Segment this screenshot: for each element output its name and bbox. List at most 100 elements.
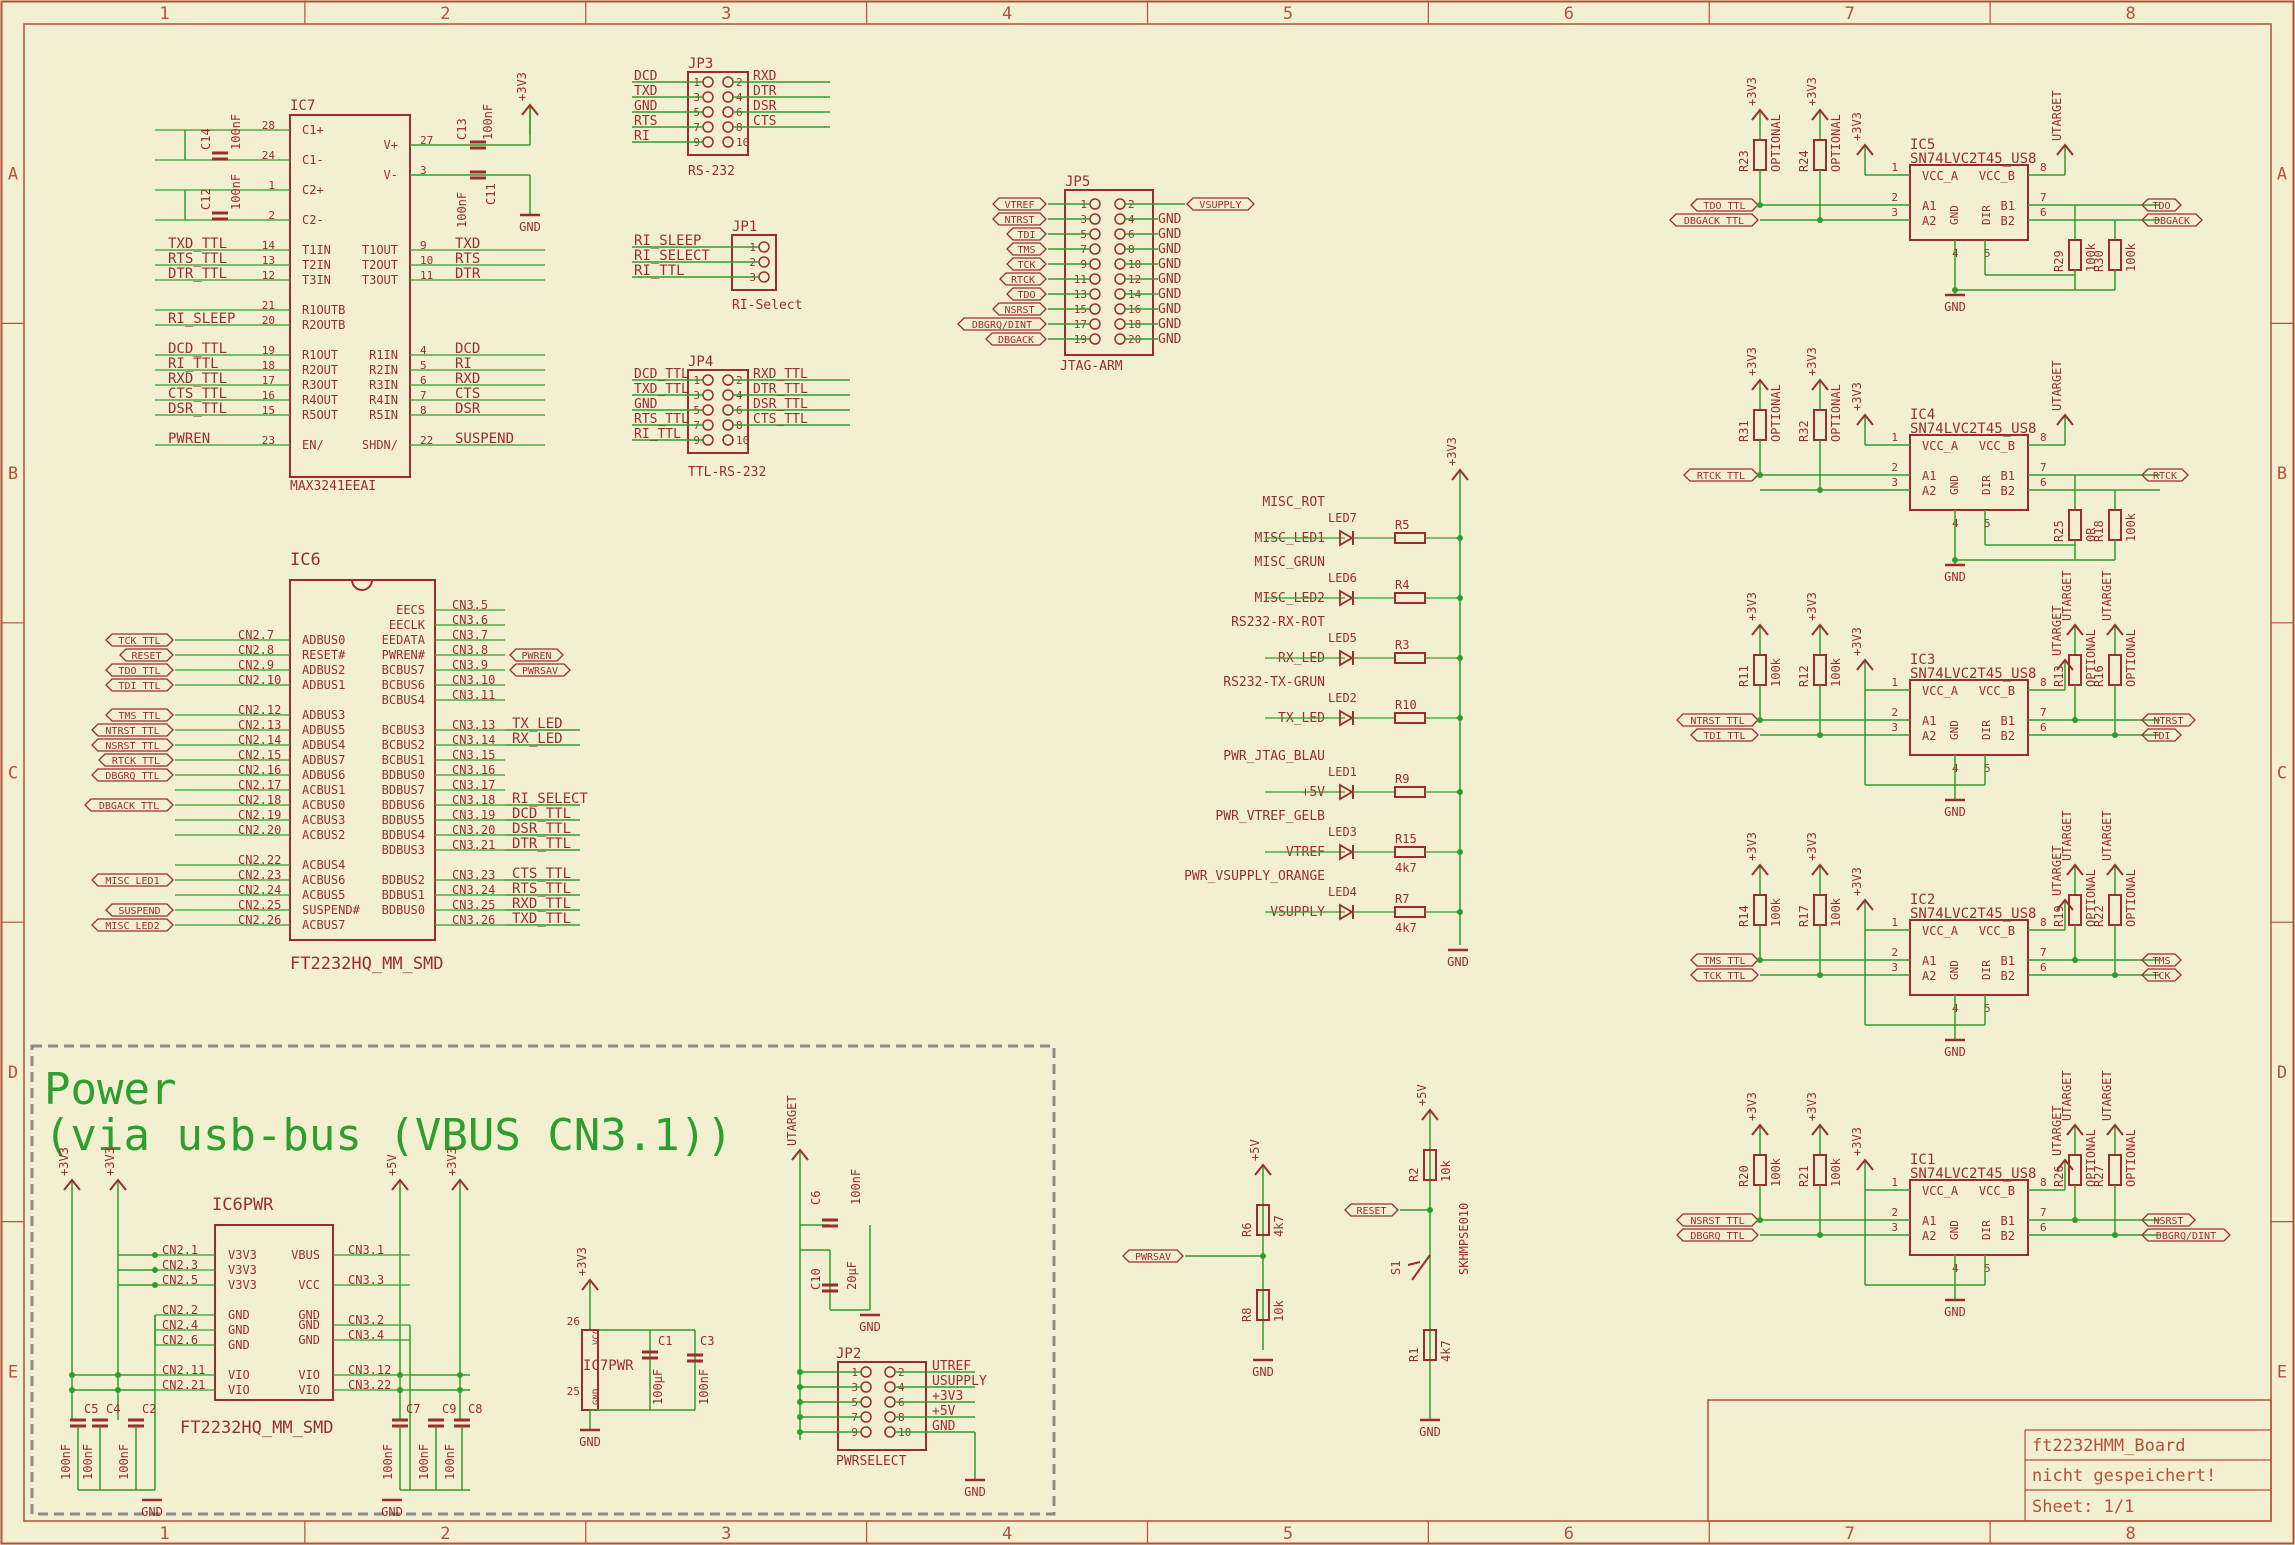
level-shifter-pin: DIR xyxy=(1980,960,1993,980)
led-symbol xyxy=(1339,843,1354,861)
resistor-value: OPTIONAL xyxy=(2084,629,2098,687)
net-flag-label: TCK xyxy=(2152,971,2170,982)
cap-value: 100nF xyxy=(417,1444,431,1480)
row-label: D xyxy=(2277,1063,2287,1083)
ic6pwr-rail xyxy=(451,1178,469,1191)
junction-dot xyxy=(1457,715,1463,721)
header-right-net: DSR xyxy=(753,99,777,114)
led-title: RS232-RX-ROT xyxy=(1231,615,1325,630)
level-shifter-pin-num: 7 xyxy=(2040,191,2047,204)
jp5-left-flag xyxy=(1006,257,1047,271)
resistor-name: R19 xyxy=(2052,905,2066,927)
cap-value: 100nF xyxy=(381,1444,395,1480)
resistor-name: R24 xyxy=(1797,150,1811,172)
resistor-name: R3 xyxy=(1395,638,1409,652)
col-label: 7 xyxy=(1845,4,1855,24)
ic7-body xyxy=(289,114,411,478)
net-flag-label: DBGACK_TTL xyxy=(99,801,159,812)
jp3-rs232: 12DCDRXD34TXDDTR56GNDDSR78RTSCTS910RIJP3… xyxy=(632,56,830,179)
level-shifter-name: IC3 xyxy=(1910,652,1935,668)
cap-value: 100µF xyxy=(651,1369,665,1405)
jp2-name: JP2 xyxy=(836,1346,861,1362)
cap-value: 100nF xyxy=(697,1369,711,1405)
supply-label: +3V3 xyxy=(1805,1092,1819,1121)
ground-label: GND xyxy=(1944,805,1966,819)
junction-dot xyxy=(1457,849,1463,855)
ic6-pin: ADBUS4 xyxy=(302,738,345,752)
level-shifter-pin-num: 3 xyxy=(1891,476,1898,489)
ic6-pin: SUSPEND# xyxy=(302,903,361,917)
supply-label: UTARGET xyxy=(2100,570,2114,621)
ic7-pin-num: 2 xyxy=(268,209,275,222)
net-flag-label: TDO_TTL xyxy=(118,666,160,677)
level-shifter-rail-a xyxy=(1811,378,1829,391)
ic6-pin-num: CN2.15 xyxy=(238,748,281,762)
resistor-value: 100k xyxy=(1829,657,1843,687)
ic6-pin-num: CN2.8 xyxy=(238,643,274,657)
resistor-value: 4k7 xyxy=(1395,921,1417,935)
net-flag-label: RTCK_TTL xyxy=(1697,471,1745,482)
ic6-left-flag xyxy=(105,633,174,647)
power-subtitle: (via usb-bus (VBUS CN3.1)) xyxy=(44,1110,733,1161)
net-flag-label: DBGRQ/DINT xyxy=(972,320,1032,331)
resistor-value: OPTIONAL xyxy=(2124,629,2138,687)
led-symbol xyxy=(1339,903,1354,921)
ic6-pin-num: CN3.21 xyxy=(452,838,495,852)
resistor-value: OPTIONAL xyxy=(2084,869,2098,927)
cap-name: C14 xyxy=(199,128,213,150)
ic6-pin: ADBUS1 xyxy=(302,678,345,692)
resistor-value: OPTIONAL xyxy=(1829,384,1843,442)
ic6pwr-pin: V3V3 xyxy=(228,1248,257,1262)
junction-dot xyxy=(152,1252,158,1258)
resistor-value: 100k xyxy=(2124,242,2138,272)
header-right-net: CTS xyxy=(753,114,776,129)
cap-name: C5 xyxy=(84,1402,98,1416)
level-shifter-rail-b xyxy=(2056,1158,2074,1171)
level-shifter-pin: A1 xyxy=(1922,714,1936,728)
ic6pwr-pin: V3V3 xyxy=(228,1263,257,1277)
cap-name: C11 xyxy=(484,183,498,205)
row-label: E xyxy=(2277,1362,2287,1382)
ic6-right-net: DTR_TTL xyxy=(512,836,571,852)
ic6pwr-pin-num: CN2.1 xyxy=(162,1243,198,1257)
ic7pwr-pin-num: 26 xyxy=(567,1315,580,1328)
level-shifter-pin-num: 3 xyxy=(1891,721,1898,734)
ic7-pin: R5OUT xyxy=(302,408,338,422)
net-flag-label: PWREN xyxy=(521,651,551,662)
level-shifter-pin: B1 xyxy=(2001,954,2015,968)
led-symbol xyxy=(1339,783,1354,801)
jp5-right-net: GND xyxy=(1158,227,1182,242)
ic6-pin-num: CN2.18 xyxy=(238,793,281,807)
resistor-name: R18 xyxy=(2092,520,2106,542)
junction-dot xyxy=(2112,972,2118,978)
ic6-pin-num: CN2.16 xyxy=(238,763,281,777)
ic6-left-flag xyxy=(91,873,174,887)
ic6pwr-pin: GND xyxy=(298,1333,320,1347)
ic6-pin: ADBUS6 xyxy=(302,768,345,782)
resistor-name: R4 xyxy=(1395,578,1409,592)
net-flag-label: TMS_TTL xyxy=(118,711,160,722)
ic7-pin: C2- xyxy=(302,213,324,227)
level-shifter-out-flag xyxy=(2141,713,2196,727)
ic7-pin-num: 8 xyxy=(420,404,427,417)
ic6-pin-num: CN3.20 xyxy=(452,823,495,837)
supply-label: +3V3 xyxy=(1850,627,1864,656)
ic7-pin: T2OUT xyxy=(362,258,398,272)
level-shifter-rail-a xyxy=(1856,898,1874,911)
ic7-right-net: RTS xyxy=(455,251,480,267)
level-shifter-pin-num: 1 xyxy=(1891,916,1898,929)
ground-label: GND xyxy=(1447,955,1469,969)
ic6pwr-pin: GND xyxy=(298,1318,320,1332)
cap-name: C10 xyxy=(809,1268,823,1290)
ic7-pin: R2OUTB xyxy=(302,318,345,332)
ic6-pin-num: CN2.25 xyxy=(238,898,281,912)
col-label: 3 xyxy=(721,4,731,24)
level-shifter-out-flag xyxy=(2141,213,2203,227)
jp1-net: RI_TTL xyxy=(634,263,685,279)
net-flag-label: NTRST_TTL xyxy=(105,726,159,737)
ic6-pin: ACBUS7 xyxy=(302,918,345,932)
ic6pwr-part: FT2232HQ_MM_SMD xyxy=(180,1418,334,1438)
level-shifter-body xyxy=(1909,679,2029,756)
resistor-name: R23 xyxy=(1737,150,1751,172)
